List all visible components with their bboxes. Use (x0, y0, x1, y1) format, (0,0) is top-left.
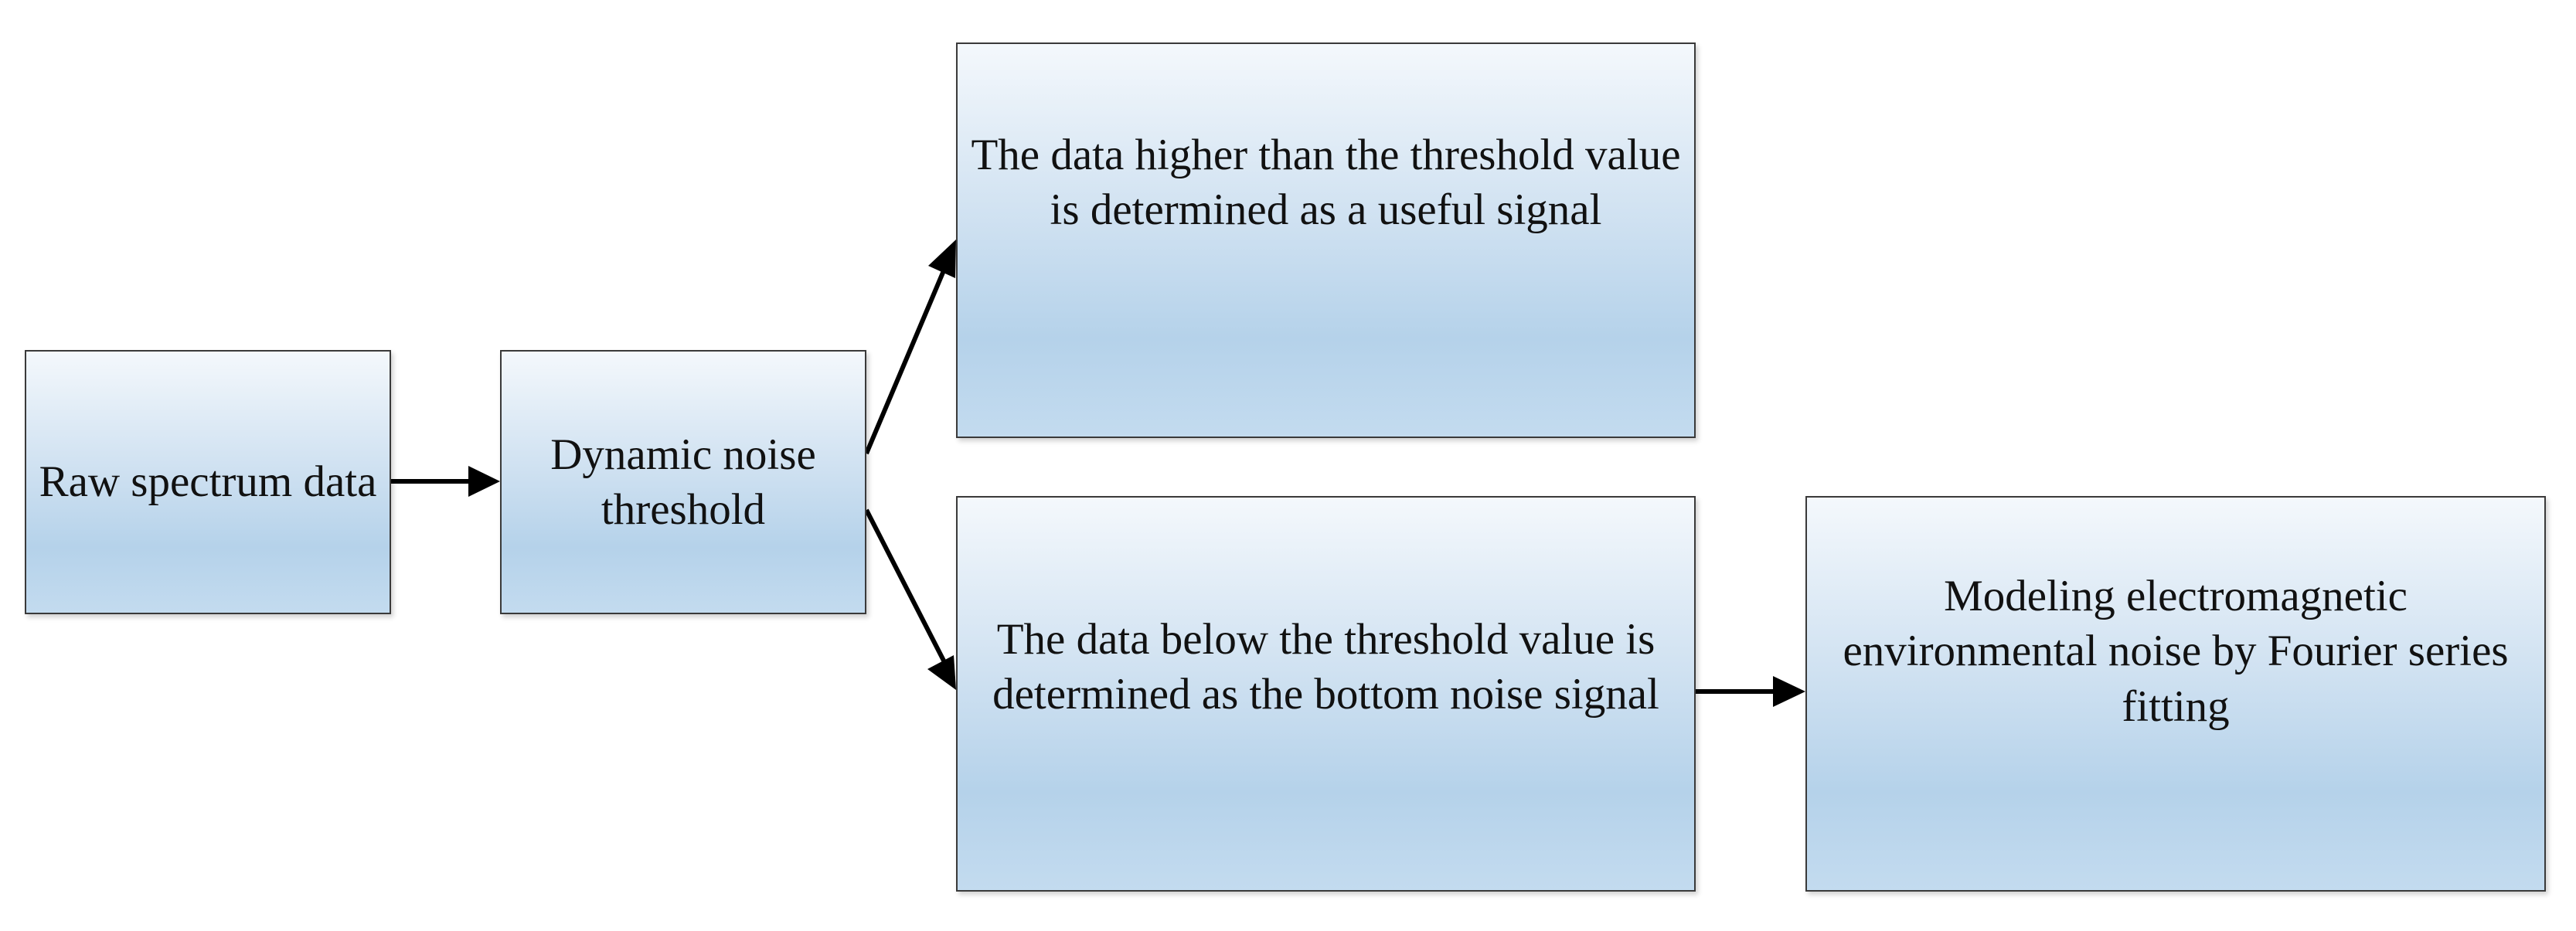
arrowhead-threshold-to-noise (927, 655, 956, 690)
arrow-threshold-to-useful (864, 267, 947, 455)
raw-spectrum-data-label: Raw spectrum data (39, 457, 377, 507)
arrowhead-noise-to-fourier (1773, 676, 1805, 707)
raw-spectrum-data-box: Raw spectrum data (25, 350, 391, 614)
bottom-noise-signal-box: The data below the threshold value is de… (956, 496, 1696, 892)
bottom-noise-signal-label: The data below the threshold value is de… (992, 614, 1659, 719)
dynamic-noise-threshold-label: Dynamic noise threshold (550, 430, 816, 534)
dynamic-noise-threshold-box: Dynamic noise threshold (500, 350, 866, 614)
fourier-noise-model-box: Modeling electromagnetic environmental n… (1805, 496, 2546, 892)
useful-signal-box: The data higher than the threshold value… (956, 42, 1696, 438)
useful-signal-label: The data higher than the threshold value… (971, 130, 1681, 234)
arrowhead-raw-to-threshold (468, 466, 500, 497)
arrow-threshold-to-noise (864, 508, 947, 664)
arrowhead-threshold-to-useful (928, 240, 956, 278)
fourier-noise-model-label: Modeling electromagnetic environmental n… (1843, 572, 2509, 731)
